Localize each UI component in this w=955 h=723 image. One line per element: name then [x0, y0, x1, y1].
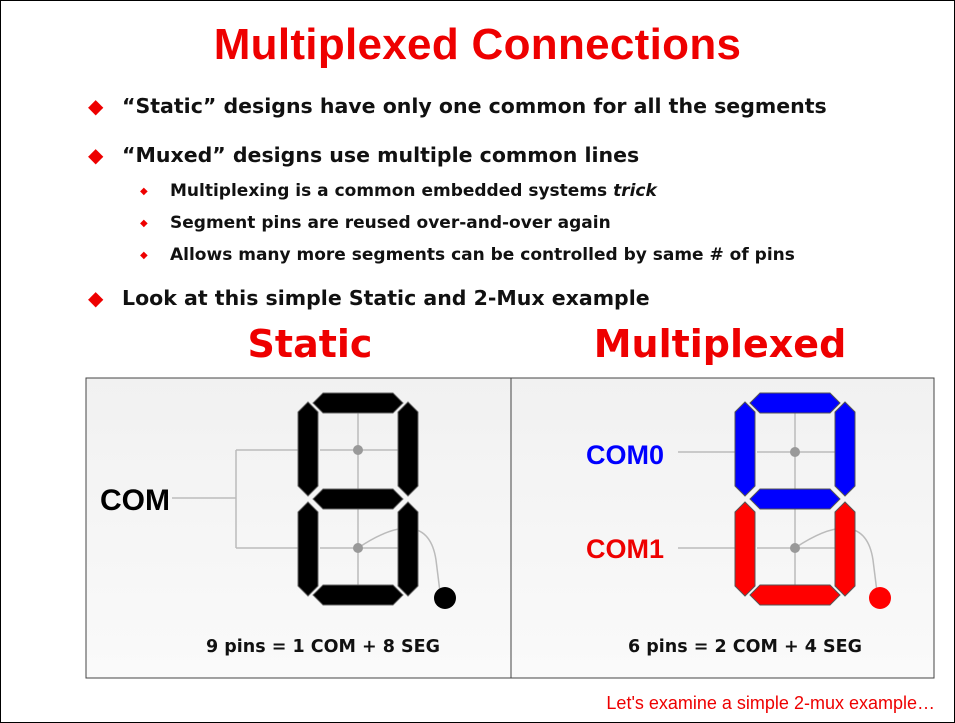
mux-decimal-point — [869, 587, 891, 609]
small-diamond-bullet-icon: ◆ — [140, 250, 148, 261]
segment-f — [297, 401, 319, 497]
segment-f — [734, 401, 756, 497]
small-diamond-bullet-icon: ◆ — [140, 218, 148, 229]
static-decimal-point — [434, 587, 456, 609]
diagram-panel — [85, 377, 935, 679]
small-diamond-bullet-icon: ◆ — [140, 186, 148, 197]
multiplexed-heading: Multiplexed — [593, 322, 847, 366]
segment-e — [734, 501, 756, 597]
sub-bullet-segment-pins-reused: ◆Segment pins are reused over-and-over a… — [140, 213, 611, 233]
mux-center-dot-bottom — [790, 543, 800, 553]
segment-g — [312, 488, 404, 510]
segment-c — [834, 501, 856, 597]
footer-note: Let's examine a simple 2-mux example… — [606, 693, 935, 713]
com0-label: COM0 — [586, 440, 664, 470]
static-com-label: COM — [100, 484, 170, 517]
static-seven-segment-digit — [297, 392, 419, 606]
diamond-bullet-icon: ◆ — [88, 286, 104, 310]
mux-com1-segments — [734, 501, 856, 606]
sub-bullet-multiplexing-trick: ◆Multiplexing is a common embedded syste… — [140, 181, 657, 201]
segment-a — [749, 392, 841, 414]
diamond-bullet-icon: ◆ — [88, 143, 104, 167]
segment-c — [397, 501, 419, 597]
sub-bullet-more-segments: ◆Allows many more segments can be contro… — [140, 245, 795, 265]
segment-e — [297, 501, 319, 597]
segment-b — [834, 401, 856, 497]
com1-label: COM1 — [586, 534, 664, 564]
segment-a — [312, 392, 404, 414]
mux-pin-caption: 6 pins = 2 COM + 4 SEG — [628, 637, 862, 657]
static-pin-caption: 9 pins = 1 COM + 8 SEG — [206, 637, 440, 657]
segment-d — [312, 584, 404, 606]
mux-center-dot-top — [790, 447, 800, 457]
static-center-dot-top — [353, 445, 363, 455]
static-heading: Static — [247, 322, 373, 366]
segment-b — [397, 401, 419, 497]
slide-title: Multiplexed Connections — [213, 20, 742, 69]
segment-d — [749, 584, 841, 606]
diamond-bullet-icon: ◆ — [88, 94, 104, 118]
bullet-muxed-designs: ◆“Muxed” designs use multiple common lin… — [88, 143, 640, 167]
mux-com0-segments — [734, 392, 856, 510]
static-center-dot-bottom — [353, 543, 363, 553]
bullet-static-designs: ◆“Static” designs have only one common f… — [88, 94, 827, 118]
segment-g — [749, 488, 841, 510]
bullet-look-at-example: ◆Look at this simple Static and 2-Mux ex… — [88, 286, 650, 310]
